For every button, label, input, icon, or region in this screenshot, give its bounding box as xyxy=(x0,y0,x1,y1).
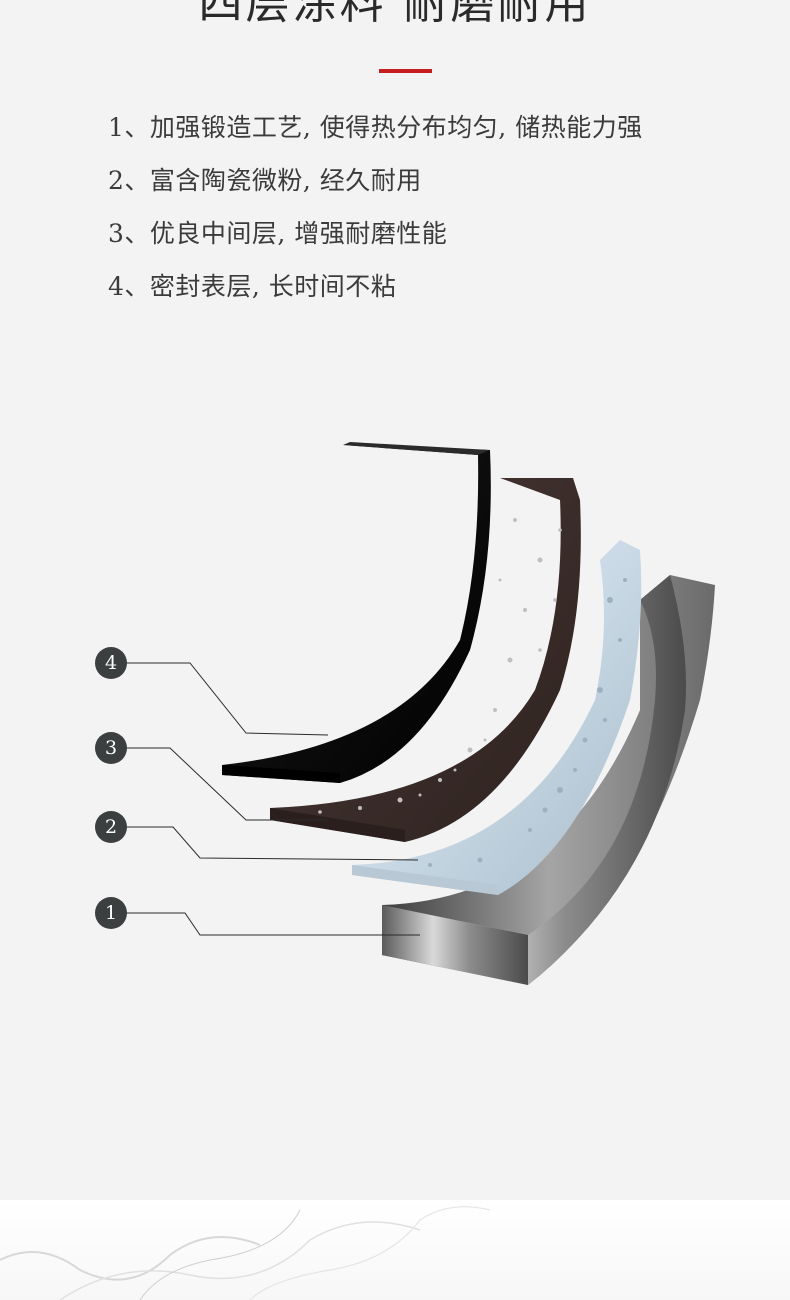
feature-item: 4、密封表层, 长时间不粘 xyxy=(108,272,397,301)
title-accent-rule xyxy=(379,69,432,73)
layer-4-top-coat xyxy=(222,442,491,783)
layer-diagram-illustration xyxy=(127,442,715,985)
feature-item: 1、加强锻造工艺, 使得热分布均匀, 储热能力强 xyxy=(108,113,643,142)
callout-lines xyxy=(127,662,420,936)
layer-2-middle-coat xyxy=(352,540,642,895)
feature-list: 1、加强锻造工艺, 使得热分布均匀, 储热能力强 2、富含陶瓷微粉, 经久耐用 … xyxy=(108,110,643,322)
layer-3-ceramic-coat xyxy=(270,478,581,842)
marble-background xyxy=(0,1200,790,1300)
page-title: 四层涂料 耐磨耐用 xyxy=(198,0,592,29)
layer-number-badge: 2 xyxy=(95,811,127,843)
feature-item: 2、富含陶瓷微粉, 经久耐用 xyxy=(108,166,422,195)
layer-number-badge: 4 xyxy=(95,647,127,679)
layer-number-badge: 1 xyxy=(95,897,127,929)
layer-1-metal-base xyxy=(382,575,715,985)
marble-vein-pattern xyxy=(0,1206,491,1300)
feature-item: 3、优良中间层, 增强耐磨性能 xyxy=(108,219,448,248)
layer-number-badge: 3 xyxy=(95,732,127,764)
layer-diagram: 4 3 2 1 xyxy=(0,420,790,1020)
